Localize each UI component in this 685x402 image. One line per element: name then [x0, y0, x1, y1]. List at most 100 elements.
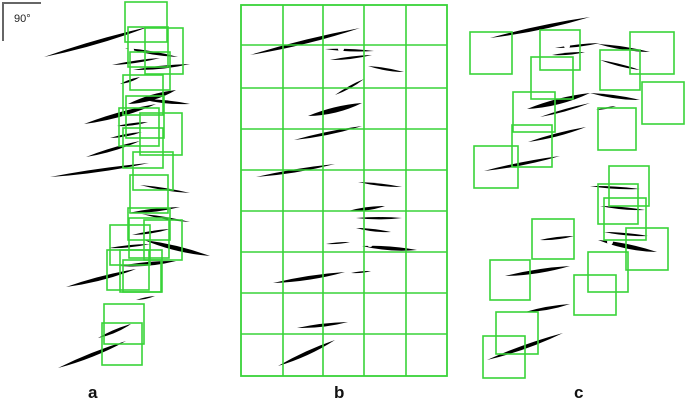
panel-c	[469, 17, 685, 379]
panel-c-detection-box-18	[573, 274, 617, 316]
panel-label-b: b	[334, 383, 344, 402]
panel-a-crack-16	[132, 229, 170, 235]
panel-a-crack-21	[136, 296, 155, 300]
panel-c-crack-6	[527, 93, 590, 109]
panel-b-crack-14	[326, 241, 350, 245]
panel-c-detection-box-6	[641, 81, 685, 125]
panel-a-crack-17	[144, 240, 210, 256]
panel-c-crack-15	[598, 240, 657, 252]
panel-c-detection-box-17	[587, 251, 629, 293]
panel-b-hole-2	[367, 241, 373, 247]
panel-a-detection-box-1	[124, 1, 168, 43]
panel-b-crack-13	[362, 245, 417, 251]
panel-b-crack-15	[273, 272, 345, 283]
panel-c-detection-box-3	[530, 56, 574, 100]
panel-c-crack-3	[552, 51, 585, 56]
panel-b-crack-6	[308, 103, 362, 116]
panel-a-detection-box-9	[122, 127, 164, 169]
panel-a-detection-box-14	[143, 219, 183, 261]
panel-c-hole-1	[564, 43, 570, 49]
panel-b-crack-3	[330, 55, 372, 61]
panel-c-detection-box-10	[473, 145, 519, 189]
panel-c-detection-box-19	[495, 311, 539, 355]
panel-c-detection-box-13	[603, 197, 647, 241]
panel-b-crack-18	[278, 340, 335, 366]
panel-b	[240, 4, 448, 377]
panel-b-crack-5	[335, 79, 364, 95]
panel-a-detection-box-7	[125, 95, 165, 139]
panel-c-detection-box-5	[599, 49, 641, 91]
panel-c-detection-box-4	[629, 31, 675, 75]
panel-b-crack-7	[294, 126, 362, 140]
panel-a-crack-8	[84, 104, 156, 124]
panel-a-detection-box-4	[129, 51, 171, 91]
panel-a-crack-6	[128, 90, 176, 104]
panel-a-crack-20	[66, 269, 136, 287]
panel-a-detection-box-12	[127, 207, 171, 241]
panel-a-detection-box-2	[127, 26, 169, 68]
panel-c-box-layer	[469, 29, 685, 379]
panel-a	[44, 1, 210, 368]
panel-b-crack-9	[358, 182, 402, 188]
panel-b-crack-11	[356, 217, 402, 220]
panel-c-crack-11	[484, 156, 560, 171]
panel-label-c: c	[574, 383, 583, 402]
panel-c-detection-box-20	[482, 335, 526, 379]
panel-a-crack-1	[44, 27, 148, 57]
panel-b-crack-layer	[250, 28, 417, 366]
panel-a-crack-3	[112, 58, 160, 65]
angle-indicator: 90°	[2, 2, 41, 41]
panel-label-a: a	[88, 383, 98, 402]
panel-c-detection-box-16	[489, 259, 531, 301]
panel-a-detection-box-19	[103, 303, 145, 345]
panel-c-crack-1	[490, 17, 590, 38]
panel-b-hole-1	[338, 46, 344, 52]
panel-a-detection-box-10	[132, 151, 174, 191]
panel-b-crack-4	[368, 66, 404, 72]
panel-c-detection-box-15	[625, 227, 669, 271]
panel-a-crack-7	[141, 99, 190, 105]
panel-a-detection-box-11	[129, 174, 169, 214]
panel-c-detection-box-14	[531, 218, 575, 260]
panel-c-crack-2	[555, 43, 600, 49]
panel-c-detection-box-8	[597, 107, 637, 151]
panel-a-detection-box-8	[118, 107, 160, 147]
panel-a-crack-23	[58, 341, 126, 368]
panel-c-crack-16	[540, 236, 574, 241]
panel-c-crack-7	[590, 93, 640, 101]
panel-b-crack-12	[356, 228, 391, 233]
angle-label: 90°	[14, 13, 31, 25]
panel-a-crack-13	[140, 185, 190, 193]
panel-a-crack-9	[117, 122, 148, 127]
panel-a-crack-layer	[44, 27, 210, 368]
panel-a-crack-22	[98, 324, 131, 338]
panel-c-crack-8	[540, 103, 590, 117]
panel-c-detection-box-12	[597, 183, 639, 225]
angle-indicator-bracket	[2, 2, 41, 41]
panel-c-crack-12	[590, 185, 640, 190]
panel-b-crack-1	[250, 28, 360, 55]
panel-a-detection-box-15	[109, 224, 151, 266]
panel-c-crack-13	[600, 206, 645, 211]
panel-c-crack-17	[505, 266, 570, 276]
panel-a-detection-box-5	[122, 74, 164, 116]
panel-b-crack-16	[351, 270, 371, 274]
panel-c-detection-box-1	[469, 31, 513, 75]
panel-b-grid-border	[240, 4, 448, 377]
panel-a-crack-12	[50, 163, 149, 177]
panel-c-crack-10	[528, 127, 586, 142]
panel-a-detection-box-16	[106, 249, 150, 291]
panel-c-crack-18	[525, 304, 570, 312]
panel-b-crack-2	[325, 48, 374, 52]
panel-a-crack-11	[86, 141, 140, 157]
panel-a-box-layer	[101, 1, 184, 366]
panel-b-crack-10	[348, 206, 385, 212]
panel-c-crack-5	[600, 60, 640, 70]
panel-a-detection-box-3	[144, 27, 184, 75]
panel-a-detection-box-6	[139, 112, 183, 156]
panel-c-detection-box-7	[512, 91, 556, 133]
panel-a-detection-box-20	[101, 322, 143, 366]
panel-c-detection-box-2	[539, 29, 581, 71]
panel-a-detection-box-18	[122, 259, 162, 293]
